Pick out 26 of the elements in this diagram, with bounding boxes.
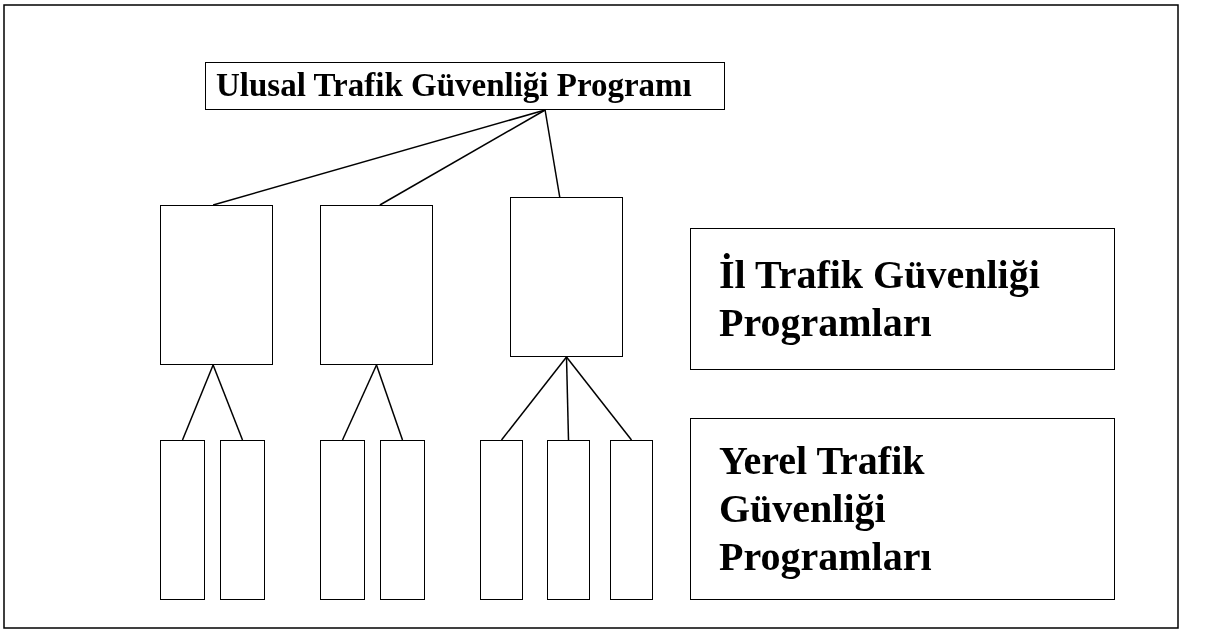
connector-line bbox=[212, 364, 244, 441]
connector-line bbox=[565, 356, 633, 441]
connector-line bbox=[379, 109, 546, 206]
empty-box bbox=[547, 440, 590, 600]
empty-box bbox=[320, 440, 365, 600]
program-box bbox=[690, 418, 1115, 600]
connector-line bbox=[181, 364, 214, 441]
empty-box bbox=[380, 440, 425, 600]
node-label: Ulusal Trafik Güvenliği Programı bbox=[216, 66, 692, 106]
connector-line bbox=[544, 109, 561, 198]
empty-box bbox=[510, 197, 623, 357]
program-box bbox=[690, 228, 1115, 370]
connector-line bbox=[341, 364, 378, 441]
empty-box bbox=[480, 440, 523, 600]
empty-box bbox=[160, 205, 273, 365]
connector-line bbox=[565, 356, 570, 441]
empty-box bbox=[610, 440, 653, 600]
empty-box bbox=[320, 205, 433, 365]
node-label: İl Trafik Güvenliği Programları bbox=[719, 251, 1041, 347]
empty-box bbox=[160, 440, 205, 600]
connector-line bbox=[212, 109, 546, 206]
connector-line bbox=[500, 356, 568, 441]
empty-box bbox=[220, 440, 265, 600]
connector-line bbox=[375, 364, 404, 441]
node-label: Yerel Trafik Güvenliği Programları bbox=[719, 437, 933, 581]
program-box bbox=[205, 62, 725, 110]
